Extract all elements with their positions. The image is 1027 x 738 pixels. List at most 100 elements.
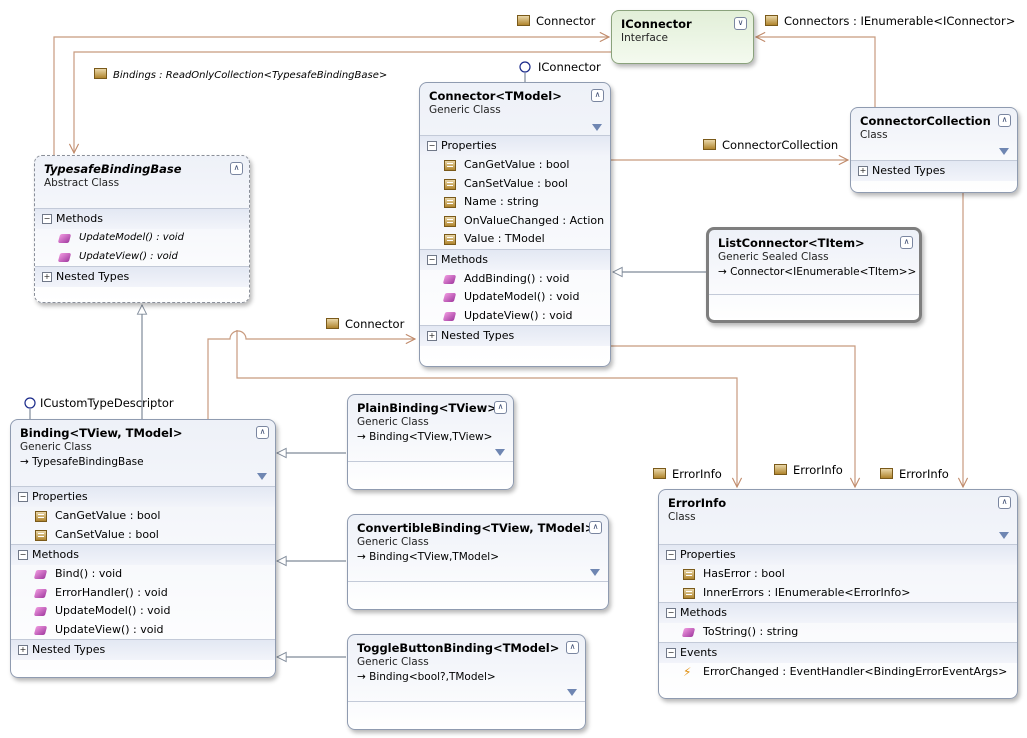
method-icon bbox=[33, 588, 48, 598]
base-class-text: Connector<IEnumerable<TItem>> bbox=[730, 266, 917, 278]
collapse-icon[interactable]: − bbox=[427, 141, 437, 151]
member-property[interactable]: CanSetValue : bool bbox=[11, 526, 275, 545]
chevron-collapse-icon[interactable]: ∨ bbox=[734, 17, 747, 30]
class-kind: Generic Class bbox=[357, 536, 429, 548]
chevron-collapse-icon[interactable]: ∧ bbox=[230, 162, 243, 175]
section-properties[interactable]: −Properties bbox=[11, 486, 275, 507]
base-class: → TypesafeBindingBase bbox=[20, 456, 245, 468]
chevron-collapse-icon[interactable]: ∧ bbox=[900, 236, 913, 249]
collapse-icon[interactable]: − bbox=[666, 608, 676, 618]
divider bbox=[348, 581, 608, 582]
member-property[interactable]: CanGetValue : bool bbox=[420, 156, 610, 175]
filter-icon[interactable] bbox=[999, 148, 1009, 155]
class-kind: Abstract Class bbox=[44, 177, 120, 189]
class-connector[interactable]: Connector<TModel> Generic Class ∧ −Prope… bbox=[419, 82, 611, 367]
class-convertible-binding[interactable]: ConvertibleBinding<TView, TModel> Generi… bbox=[347, 514, 609, 610]
section-methods[interactable]: −Methods bbox=[11, 544, 275, 565]
section-events[interactable]: −Events bbox=[659, 641, 1017, 663]
class-kind: Generic Class bbox=[357, 656, 429, 668]
chevron-collapse-icon[interactable]: ∧ bbox=[998, 114, 1011, 127]
class-name: ListConnector<TItem> bbox=[718, 236, 865, 250]
label-connector-collection: ConnectorCollection bbox=[703, 138, 838, 152]
section-nested-types[interactable]: +Nested Types bbox=[11, 639, 275, 660]
member-property[interactable]: OnValueChanged : Action bbox=[420, 212, 610, 231]
property-icon bbox=[517, 15, 530, 26]
filter-icon[interactable] bbox=[999, 532, 1009, 539]
member-method[interactable]: AddBinding() : void bbox=[420, 270, 610, 289]
collapse-icon[interactable]: − bbox=[18, 492, 28, 502]
member-method[interactable]: UpdateModel() : void bbox=[35, 229, 249, 248]
property-icon bbox=[444, 215, 456, 227]
class-typesafe-binding-base[interactable]: TypesafeBindingBase Abstract Class ∧ −Me… bbox=[34, 155, 250, 303]
chevron-collapse-icon[interactable]: ∧ bbox=[589, 521, 602, 534]
member-property[interactable]: HasError : bool bbox=[659, 565, 1017, 584]
section-methods[interactable]: −Methods bbox=[420, 248, 610, 270]
member-method[interactable]: ErrorHandler() : void bbox=[11, 584, 275, 603]
member-text: HasError : bool bbox=[703, 567, 785, 580]
expand-icon[interactable]: + bbox=[18, 645, 28, 655]
expand-icon[interactable]: + bbox=[427, 331, 437, 341]
section-methods[interactable]: −Methods bbox=[659, 602, 1017, 623]
property-icon bbox=[326, 318, 339, 329]
property-icon bbox=[444, 178, 456, 190]
chevron-collapse-icon[interactable]: ∧ bbox=[566, 641, 579, 654]
divider bbox=[709, 294, 919, 295]
filter-icon[interactable] bbox=[567, 689, 577, 696]
class-binding[interactable]: Binding<TView, TModel> Generic Class → T… bbox=[10, 419, 276, 678]
property-icon bbox=[35, 529, 47, 541]
class-kind: Class bbox=[860, 129, 888, 141]
member-property[interactable]: Value : TModel bbox=[420, 230, 610, 249]
member-method[interactable]: UpdateView() : void bbox=[35, 248, 249, 267]
method-icon bbox=[33, 625, 48, 635]
label-text: Connector bbox=[536, 14, 596, 28]
member-method[interactable]: UpdateView() : void bbox=[11, 621, 275, 640]
collapse-icon[interactable]: − bbox=[42, 214, 52, 224]
section-nested-types[interactable]: +Nested Types bbox=[35, 266, 249, 287]
class-toggle-button-binding[interactable]: ToggleButtonBinding<TModel> Generic Clas… bbox=[347, 634, 586, 730]
collapse-icon[interactable]: − bbox=[666, 647, 676, 658]
collapse-icon[interactable]: − bbox=[666, 550, 676, 560]
member-property[interactable]: CanGetValue : bool bbox=[11, 507, 275, 526]
filter-icon[interactable] bbox=[257, 473, 267, 480]
section-nested-types[interactable]: + Nested Types bbox=[851, 160, 1017, 181]
member-method[interactable]: UpdateModel() : void bbox=[11, 602, 275, 621]
member-method[interactable]: ToString() : string bbox=[659, 623, 1017, 642]
chevron-collapse-icon[interactable]: ∧ bbox=[591, 89, 604, 102]
member-event[interactable]: ⚡ErrorChanged : EventHandler<BindingErro… bbox=[659, 663, 1017, 682]
section-methods[interactable]: −Methods bbox=[35, 208, 249, 229]
expand-icon[interactable]: + bbox=[858, 166, 868, 176]
class-header: ListConnector<TItem> Generic Sealed Clas… bbox=[709, 230, 919, 282]
section-properties[interactable]: −Properties bbox=[659, 544, 1017, 565]
filter-icon[interactable] bbox=[495, 449, 505, 456]
section-nested-types[interactable]: + Nested Types bbox=[420, 325, 610, 346]
section-label: Nested Types bbox=[441, 329, 515, 342]
section-properties[interactable]: −Properties bbox=[420, 135, 610, 156]
member-property[interactable]: Name : string bbox=[420, 193, 610, 212]
class-name: ErrorInfo bbox=[668, 496, 727, 510]
member-method[interactable]: Bind() : void bbox=[11, 565, 275, 584]
base-class-text: Binding<TView,TView> bbox=[369, 431, 493, 443]
method-icon bbox=[33, 570, 48, 579]
class-iconnector[interactable]: IConnector Interface ∨ bbox=[611, 10, 754, 64]
expand-icon[interactable]: + bbox=[42, 272, 52, 282]
member-text: UpdateModel() : void bbox=[55, 604, 171, 617]
member-method[interactable]: UpdateModel() : void bbox=[420, 288, 610, 307]
class-list-connector[interactable]: ListConnector<TItem> Generic Sealed Clas… bbox=[706, 227, 922, 323]
chevron-collapse-icon[interactable]: ∧ bbox=[256, 426, 269, 439]
class-error-info[interactable]: ErrorInfo Class ∧ −Properties HasError :… bbox=[658, 489, 1018, 699]
chevron-collapse-icon[interactable]: ∧ bbox=[494, 401, 507, 414]
collapse-icon[interactable]: − bbox=[18, 550, 28, 560]
filter-icon[interactable] bbox=[592, 124, 602, 131]
collapse-icon[interactable]: − bbox=[427, 254, 437, 265]
base-class-text: TypesafeBindingBase bbox=[32, 456, 144, 468]
section-label: Nested Types bbox=[872, 164, 946, 177]
class-plain-binding[interactable]: PlainBinding<TView> Generic Class → Bind… bbox=[347, 394, 514, 490]
chevron-collapse-icon[interactable]: ∧ bbox=[998, 496, 1011, 509]
filter-icon[interactable] bbox=[590, 569, 600, 576]
member-property[interactable]: InnerErrors : IEnumerable<ErrorInfo> bbox=[659, 584, 1017, 603]
class-name: ConvertibleBinding<TView, TModel> bbox=[357, 521, 595, 535]
member-property[interactable]: CanSetValue : bool bbox=[420, 175, 610, 194]
class-connector-collection[interactable]: ConnectorCollection Class ∧ +Nested Type… bbox=[850, 107, 1018, 193]
label-connectors: Connectors : IEnumerable<IConnector> bbox=[765, 14, 1015, 28]
member-method[interactable]: UpdateView() : void bbox=[420, 307, 610, 326]
